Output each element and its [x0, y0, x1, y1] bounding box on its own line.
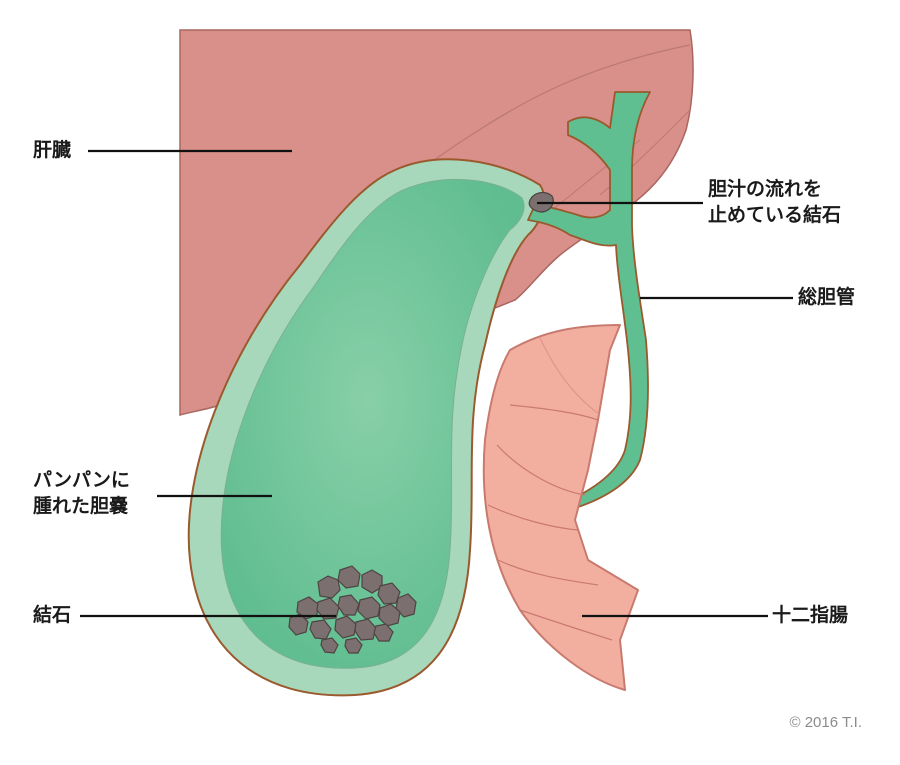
- label-duodenum-text: 十二指腸: [772, 604, 849, 626]
- bile-duct: [527, 91, 651, 509]
- label-liver: 肝臓: [33, 137, 71, 163]
- label-gallstones-text: 結石: [33, 604, 72, 626]
- gallbladder: [187, 158, 546, 697]
- label-gallstones: 結石: [33, 602, 71, 628]
- leader-lines: [80, 149, 793, 618]
- label-liver-text: 肝臓: [33, 139, 72, 161]
- label-swollen-gallbladder: パンパンに 腫れた胆嚢: [33, 467, 130, 519]
- label-blocking-stone-line2: 止めている結石: [708, 204, 842, 226]
- label-blocking-stone-line1: 胆汁の流れを: [708, 178, 823, 200]
- label-common-bile-duct-text: 総胆管: [798, 286, 856, 308]
- label-duodenum: 十二指腸: [772, 602, 848, 628]
- duodenum: [482, 324, 639, 691]
- label-swollen-gallbladder-line1: パンパンに: [33, 469, 130, 491]
- copyright-notice: © 2016 T.I.: [789, 714, 863, 731]
- label-common-bile-duct: 総胆管: [798, 284, 855, 310]
- label-blocking-stone: 胆汁の流れを 止めている結石: [708, 176, 841, 228]
- gallstones: [288, 565, 417, 654]
- label-swollen-gallbladder-line2: 腫れた胆嚢: [33, 495, 129, 517]
